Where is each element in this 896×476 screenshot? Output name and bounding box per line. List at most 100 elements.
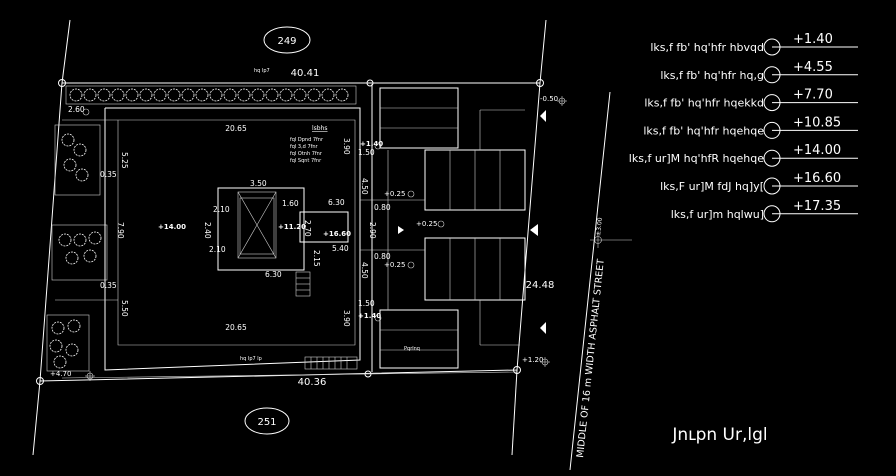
level-table-value: +17.35 (793, 199, 841, 214)
level-table-label: lks,f fb' hq'hfr hq,g (660, 69, 764, 82)
dim-2-90: 2.90 (368, 222, 377, 239)
dim-2-15: 2.15 (312, 250, 321, 267)
dim-4-50-top: 4.50 (360, 178, 369, 195)
dim-1-50-top: 1.50 (358, 148, 375, 157)
dim-0-80-a: 0.80 (374, 203, 391, 212)
tree-symbol (67, 319, 81, 333)
dim-7-90: 7.90 (116, 222, 125, 239)
frontage-right: 24.48 (526, 280, 555, 291)
tree-symbol (223, 88, 237, 102)
level-table-label: lks,F ur]M fdJ hq]y[ (660, 180, 764, 193)
level-140-b: +1.40 (358, 312, 381, 320)
dim-2-10-a: 2.10 (213, 205, 230, 214)
tree-symbol (237, 88, 251, 102)
frontage-top: 40.41 (291, 68, 320, 79)
level-470: +4.70 (50, 370, 71, 378)
level-table-label: lks,f fb' hq'hfr hqehqe (643, 124, 764, 137)
level-table-value: +7.70 (793, 88, 833, 103)
street-level: ±3.00 (595, 217, 604, 236)
dim-0-80-b: 0.80 (374, 252, 391, 261)
level-table-label: lks,f ur]m hqlwu] (671, 208, 764, 221)
level-050: -0.50 (540, 95, 558, 103)
frontage-bottom: 40.36 (298, 377, 327, 388)
dim-5-25: 5.25 (120, 152, 129, 169)
legend-title: lsbhs (312, 125, 328, 132)
tree-symbol (51, 321, 65, 335)
legend-line-1: fql Dpnd 7fnr (290, 137, 324, 143)
dim-5-50: 5.50 (120, 300, 129, 317)
level-center: +14.00 (158, 223, 186, 231)
tree-symbol (73, 143, 87, 157)
tree-symbol (75, 168, 89, 182)
garden-left-mid (51, 224, 108, 281)
tree-symbol (83, 88, 97, 102)
dim-2-10-b: 2.10 (209, 245, 226, 254)
level-table-bubble (763, 205, 781, 223)
tree-symbol (307, 88, 321, 102)
tree-symbol (293, 88, 307, 102)
tree-symbol (65, 251, 79, 265)
note-bottom: hq lp7 lp (240, 356, 262, 362)
dim-0-35-b: 0.35 (100, 281, 117, 290)
building-outline (55, 107, 361, 371)
level-table-value: +4.55 (793, 60, 833, 75)
tree-row (65, 85, 357, 105)
stair-bottom (304, 356, 358, 370)
dim-5-40: 5.40 (332, 244, 349, 253)
tree-symbol (58, 233, 72, 247)
tree-symbol (195, 88, 209, 102)
level-table-bubble (763, 177, 781, 195)
property-boundary (32, 19, 547, 456)
street-name: MIDDLE OF 16 m WIDTH ASPHALT STREET (575, 258, 607, 458)
garden-left-top (54, 124, 101, 196)
level-025-b: +0.25 (416, 220, 437, 228)
tree-symbol (73, 233, 87, 247)
plot-label-top: 249 (277, 36, 296, 47)
street-level-marker (590, 232, 632, 248)
level-table-bubble (763, 38, 781, 56)
tree-symbol (251, 88, 265, 102)
level-table-bubble (763, 121, 781, 139)
dim-3-90-bottom: 3.90 (342, 310, 351, 327)
legend-line-2: fql 3,d 7fnr (290, 144, 319, 150)
tree-symbol (69, 88, 83, 102)
street-centerline (569, 91, 611, 471)
tree-symbol (111, 88, 125, 102)
right-wing-bottom (379, 237, 526, 369)
tree-symbol (125, 88, 139, 102)
level-table-bubble (763, 149, 781, 167)
dim-6-30-bottom: 6.30 (265, 270, 282, 279)
level-table-value: +10.85 (793, 115, 841, 130)
note-right: Pqrlnq (404, 346, 420, 352)
level-mid: +11.20 (278, 223, 306, 231)
level-025-a: +0.25 (384, 190, 405, 198)
central-core (217, 187, 349, 297)
level-16-60: +16.60 (323, 230, 351, 238)
dim-0-35-a: 0.35 (100, 170, 117, 179)
legend-line-4: fql Sqnt 7fnr (290, 158, 322, 164)
note-top: hq lp7 (254, 68, 270, 74)
level-table-value: +14.00 (793, 143, 841, 158)
tree-symbol (88, 231, 102, 245)
dim-1-50-bottom: 1.50 (358, 299, 375, 308)
corridor-lines (360, 84, 425, 372)
level-025-c: +0.25 (384, 261, 405, 269)
garden-left-bottom (46, 314, 90, 372)
dim-2-70: 2.70 (303, 220, 312, 237)
tree-symbol (209, 88, 223, 102)
tree-symbol (49, 339, 63, 353)
level-140-a: +1.40 (360, 140, 383, 148)
dim-3-50: 3.50 (250, 179, 267, 188)
arrow-marker-mid (530, 224, 538, 236)
right-wing-top (379, 87, 526, 211)
tree-symbol (83, 249, 97, 263)
level-table-value: +16.60 (793, 171, 841, 186)
level-120: +1.20 (522, 356, 543, 364)
legend-line-3: fql Otnh 7fnr (290, 151, 323, 157)
drawing-title: Jnւpn Ur,lgl (671, 425, 767, 445)
level-table-label: lks,f fb' hq'hfr hbvqd (650, 41, 764, 54)
tree-symbol (139, 88, 153, 102)
dim-4-50-bottom: 4.50 (360, 262, 369, 279)
tree-symbol (65, 343, 79, 357)
